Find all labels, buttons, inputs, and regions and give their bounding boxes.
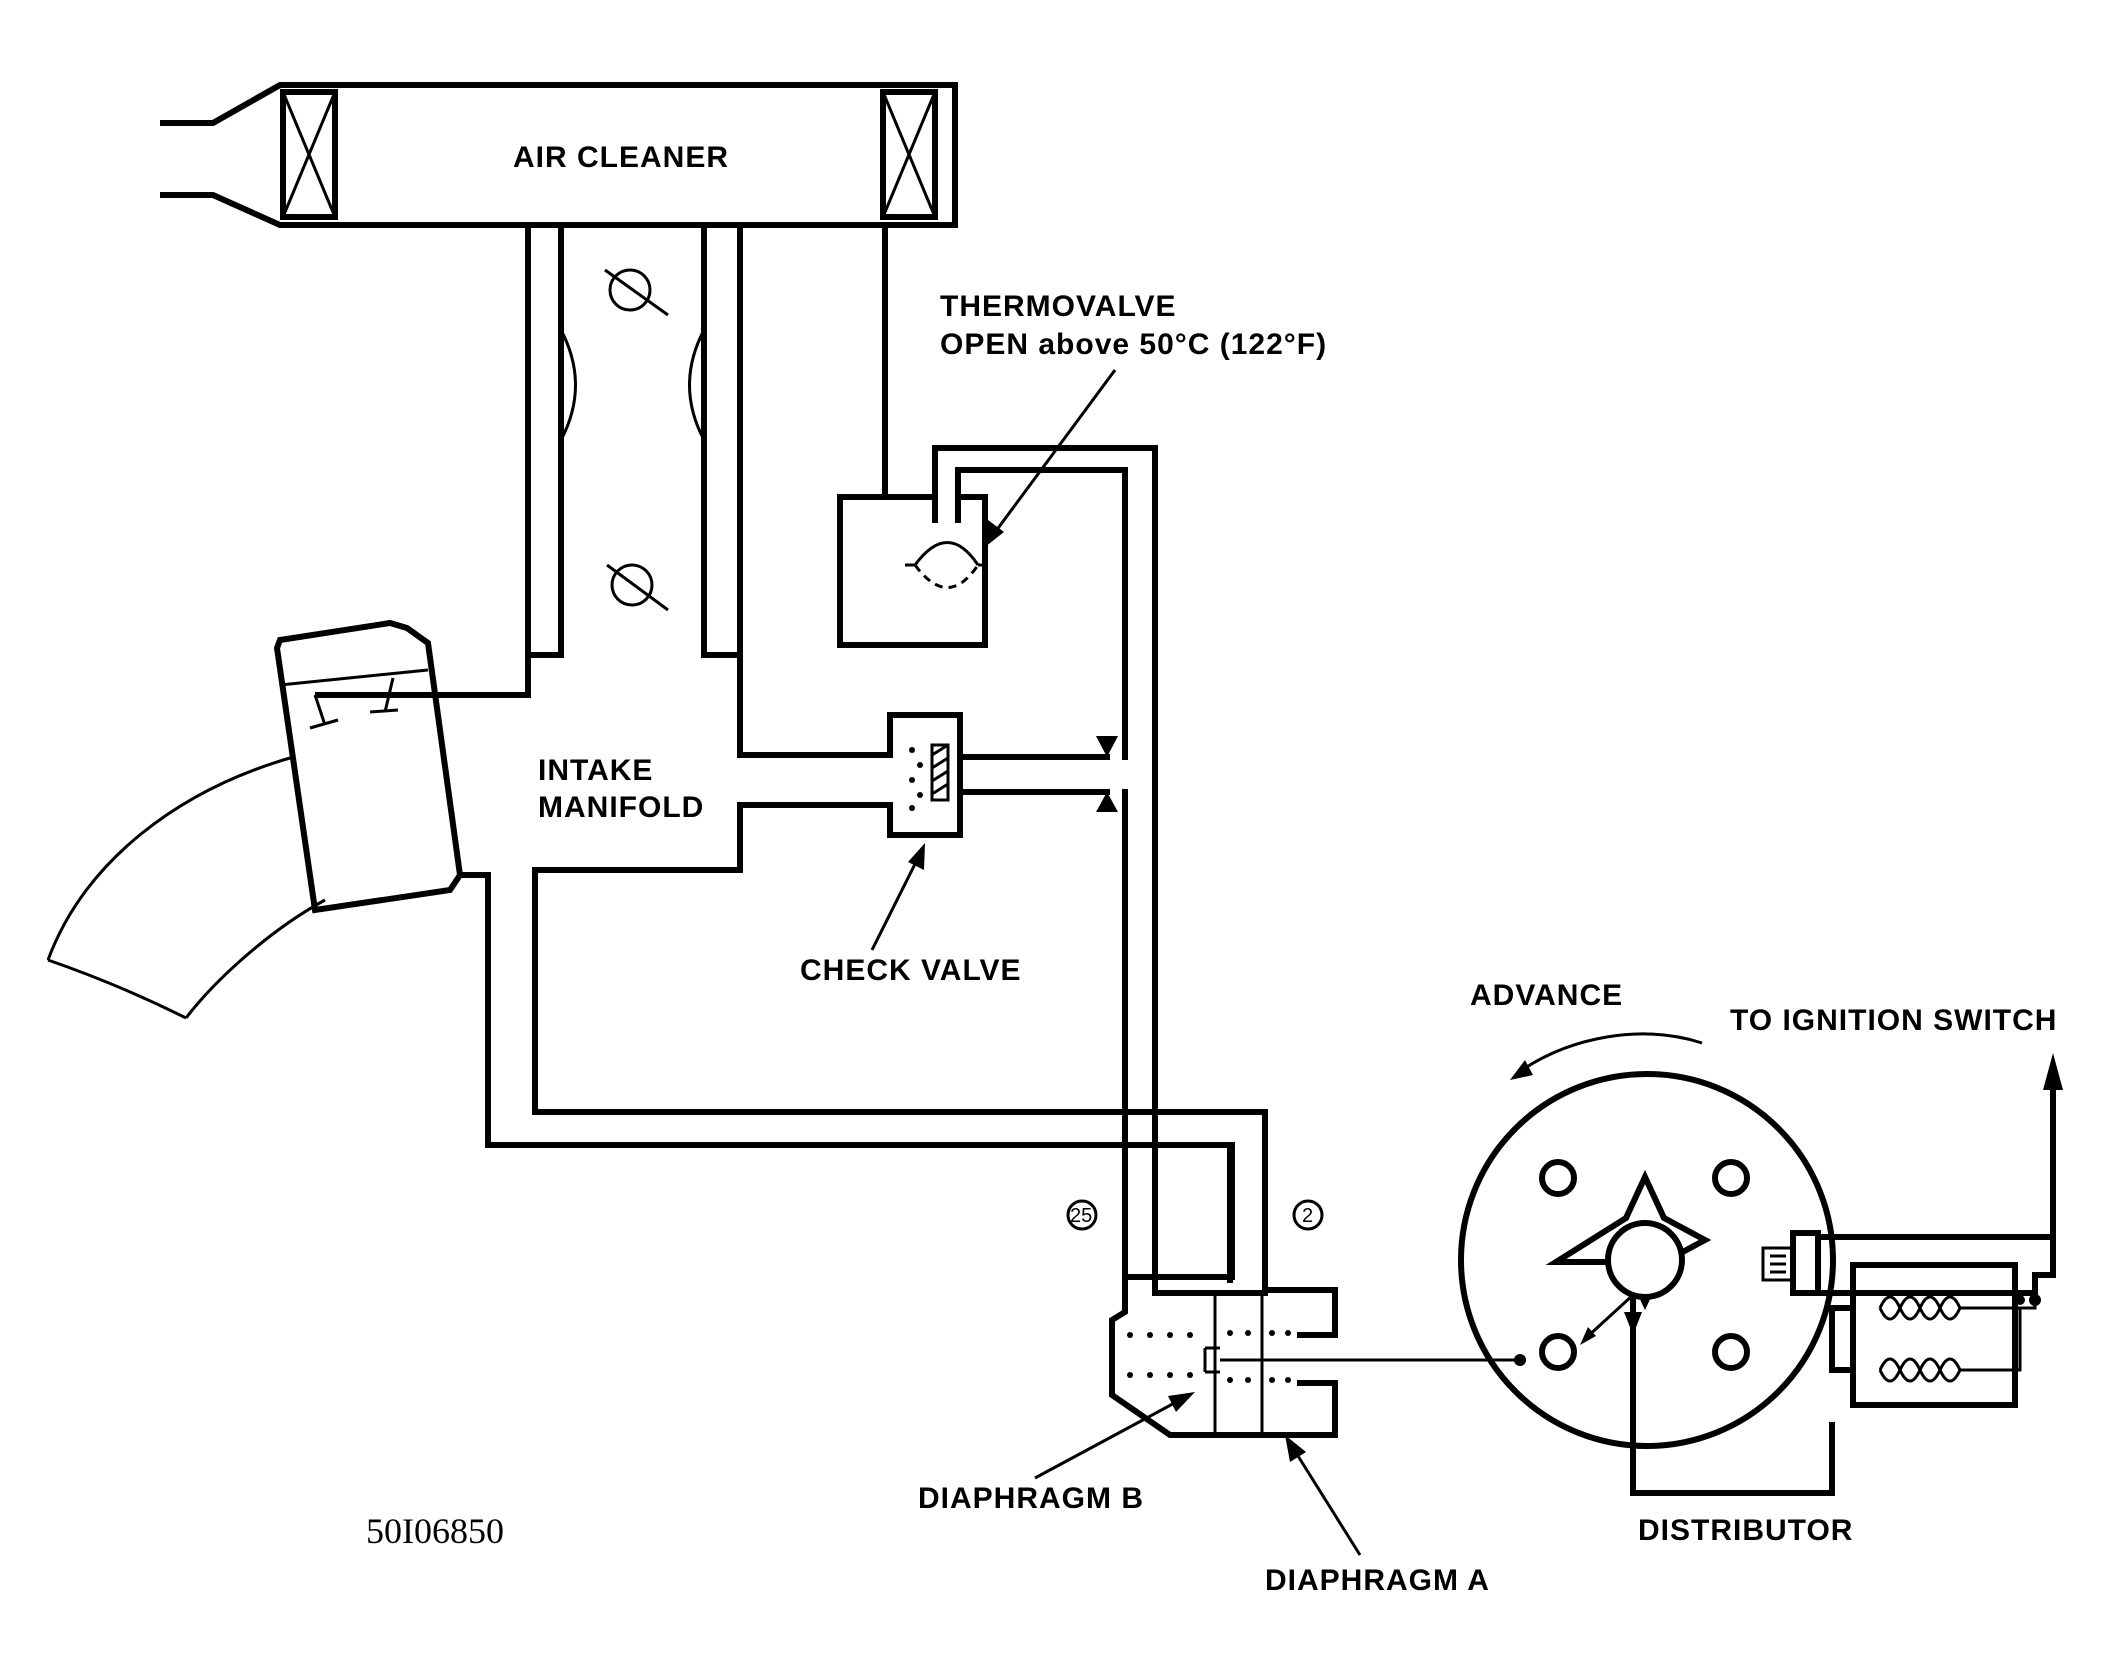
- ignition-coil: TO IGNITION SWITCH: [1730, 1004, 2063, 1408]
- diaphragm-b-label: DIAPHRAGM B: [918, 1482, 1144, 1515]
- secondary-throttle-valve: [606, 563, 669, 612]
- right-filter-element: [880, 89, 938, 220]
- to-ignition-switch-label: TO IGNITION SWITCH: [1730, 1004, 2057, 1037]
- diaphragm-a-label: DIAPHRAGM A: [1265, 1564, 1490, 1597]
- check-valve-pointer-arrow: [870, 843, 925, 951]
- intake-manifold-label-line1: INTAKE: [538, 754, 653, 787]
- air-cleaner: AIR CLEANER: [160, 82, 958, 228]
- svg-text:2: 2: [1302, 1205, 1313, 1227]
- engine-elbow: [46, 619, 464, 1020]
- air-cleaner-label: AIR CLEANER: [513, 141, 729, 174]
- circled-2-marker: 2: [1292, 1199, 1324, 1231]
- thermovalve-label-line1: THERMOVALVE: [940, 290, 1177, 323]
- distributor: DISTRIBUTOR ADVANCE: [1458, 979, 1853, 1547]
- intake-manifold: INTAKE MANIFOLD: [457, 754, 1268, 1296]
- diaphragm-b-pointer-arrow: [1034, 1392, 1195, 1480]
- restrictor-down-arrow: [1096, 736, 1118, 757]
- check-valve: CHECK VALVE: [737, 712, 1128, 1280]
- advance-arrow: [1510, 1032, 1703, 1080]
- dots-b: [1127, 1330, 1291, 1383]
- circled-25-marker: 25: [1066, 1199, 1098, 1231]
- svg-text:25: 25: [1070, 1205, 1092, 1227]
- carburetor-throat: [315, 222, 878, 758]
- advance-label: ADVANCE: [1470, 979, 1623, 1012]
- distributor-label: DISTRIBUTOR: [1638, 1514, 1853, 1547]
- thermovalve: THERMOVALVE OPEN above 50°C (122°F): [837, 222, 1327, 1296]
- condenser: [1761, 1230, 1821, 1296]
- vacuum-advance-unit: 25 2 DIAPHRAGM B DIAPHRAGM A: [918, 1142, 1520, 1597]
- thermovalve-pointer-arrow: [985, 369, 1117, 547]
- check-valve-label: CHECK VALVE: [800, 954, 1022, 987]
- intake-manifold-label-line2: MANIFOLD: [538, 791, 704, 824]
- thermovalve-label-line2: OPEN above 50°C (122°F): [940, 328, 1327, 361]
- left-filter-element: [280, 89, 338, 220]
- diaphragm-a-pointer-arrow: [1285, 1435, 1362, 1556]
- primary-throttle-valve: [604, 268, 669, 317]
- figure-code: 50I06850: [366, 1511, 504, 1551]
- restrictor-up-arrow: [1096, 792, 1118, 812]
